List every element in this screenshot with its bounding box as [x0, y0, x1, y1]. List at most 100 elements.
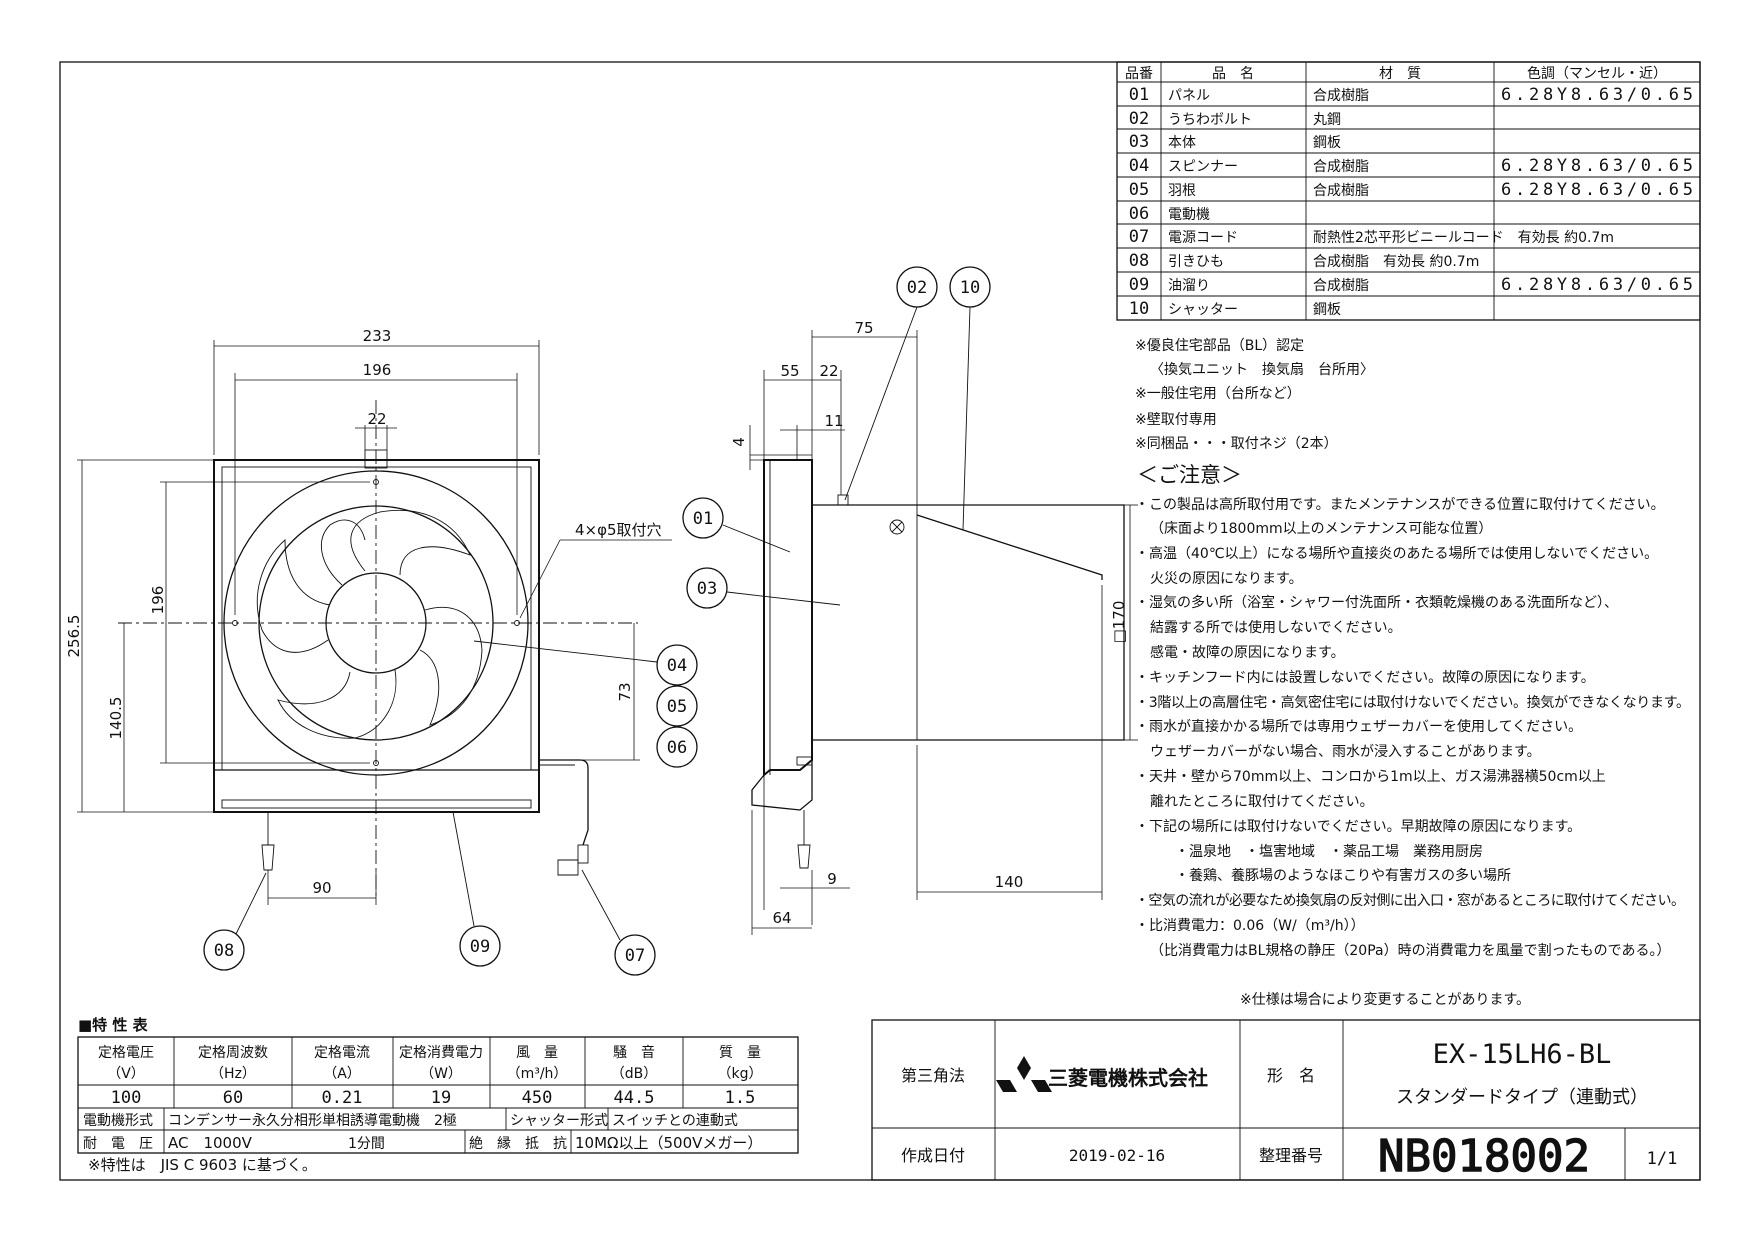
callout-label: 01 [693, 509, 713, 529]
caution-line: 感電・故障の原因になります。 [1150, 644, 1345, 661]
parts-row-material: 合成樹脂 [1313, 278, 1369, 294]
mitsubishi-logo-icon [996, 1056, 1052, 1092]
dim-label: 233 [363, 327, 392, 345]
char-unit: （kg） [718, 1066, 763, 1082]
front-view: 233 196 22 256.5 196 140.5 73 90 4×φ5取付穴 [65, 327, 672, 905]
char-unit: （A） [323, 1066, 361, 1082]
caution-line: ・3階以上の高層住宅・高気密住宅には取付けないでください。換気ができなくなります… [1135, 694, 1690, 711]
caution-block: ・この製品は高所取付用です。またメンテナンスができる位置に取付けてください。 （… [1135, 496, 1690, 1008]
caution-line: ・比消費電力：0.06（W/（m³/h）） [1135, 918, 1365, 934]
parts-row-name: 引きひも [1168, 254, 1224, 270]
pull-cord [261, 844, 275, 871]
parts-header-no: 品番 [1125, 66, 1153, 82]
char-header: 定格周波数 [198, 1045, 268, 1061]
doc-number-label: 整理番号 [1259, 1146, 1323, 1165]
parts-row-material: 合成樹脂 [1313, 159, 1369, 175]
parts-table: 品番 品 名 材 質 色調（マンセル・近） 01 パネル 合成樹脂 6.28Y8… [1116, 61, 1701, 321]
parts-row-material: 合成樹脂 [1313, 88, 1369, 104]
parts-row-no: 09 [1129, 275, 1149, 295]
dim-label: 64 [772, 909, 791, 927]
fan-bolt [837, 494, 849, 506]
fan-guard-inner [258, 505, 494, 741]
dim-label: 9 [827, 870, 837, 888]
dim-label: 55 [780, 362, 799, 380]
caution-line: 火災の原因になります。 [1150, 571, 1303, 587]
caution-line: 結露する所では使用しないでください。 [1150, 619, 1402, 636]
char-header: 風 量 [516, 1045, 558, 1061]
parts-row-name: パネル [1168, 88, 1210, 104]
parts-row-material: 耐熱性2芯平形ビニールコード 有効長 約0.7m [1313, 230, 1614, 246]
caution-line: ・天井・壁から70mm以上、コンロから1m以上、ガス湯沸器横50cm以上 [1135, 768, 1606, 785]
withstand-voltage-time: 1分間 [348, 1136, 385, 1152]
callout-bubble [656, 726, 698, 768]
parts-row-material: 合成樹脂 [1313, 183, 1369, 199]
parts-row-no: 10 [1129, 299, 1149, 319]
panel-outline [213, 459, 540, 813]
callout-label: 04 [667, 656, 687, 676]
motor-type-value: コンデンサー永久分相形単相誘導電動機 2極 [168, 1112, 457, 1129]
char-header: 騒 音 [613, 1044, 655, 1061]
created-date: 2019-02-16 [1069, 1146, 1165, 1165]
parts-row-color: 6.28Y8.63/0.65 [1501, 85, 1693, 105]
char-unit: （Hz） [210, 1066, 256, 1082]
parts-row-color: 6.28Y8.63/0.65 [1501, 180, 1693, 200]
dim-label: 256.5 [65, 615, 83, 658]
dim-label: 11 [824, 412, 843, 430]
parts-row-name: 羽根 [1168, 183, 1196, 199]
callout-label: 10 [960, 278, 980, 298]
callout-label: 08 [214, 941, 234, 961]
mounting-hole [232, 620, 238, 626]
model-number: EX-15LH6-BL [1433, 1039, 1612, 1070]
note-line: ※同梱品・・・取付ネジ（2本） [1135, 436, 1338, 452]
spinner [325, 572, 427, 674]
char-header: 定格消費電力 [399, 1045, 483, 1061]
withstand-voltage-value: AC 1000V [168, 1134, 253, 1152]
note-line: 〈換気ユニット 換気扇 台所用〉 [1150, 362, 1374, 378]
parts-row-color: 6.28Y8.63/0.65 [1501, 156, 1693, 176]
mounting-hole [373, 479, 379, 485]
power-cord [539, 759, 589, 846]
callout-label: 02 [907, 278, 927, 298]
char-value: 450 [522, 1088, 553, 1108]
mounting-hole [514, 620, 520, 626]
caution-line: ・空気の流れが必要なため換気扇の反対側に出入口・窓があるところに取付けてください… [1135, 892, 1685, 909]
char-value: 60 [223, 1088, 243, 1108]
insulation-label: 絶 縁 抵 抗 [469, 1136, 567, 1152]
power-plug [557, 859, 579, 876]
parts-row-no: 04 [1129, 156, 1149, 176]
char-header: 定格電流 [314, 1045, 370, 1061]
char-value: 100 [111, 1088, 142, 1108]
char-value: 0.21 [322, 1088, 363, 1108]
parts-row-name: スピンナー [1168, 159, 1238, 175]
parts-row-name: シャッター [1168, 302, 1238, 318]
dim-label: 140 [995, 873, 1024, 891]
characteristics-title: ■特 性 表 [78, 1016, 149, 1034]
parts-row-no: 01 [1129, 85, 1149, 105]
dim-label: 196 [149, 586, 167, 615]
callout-label: 09 [470, 937, 490, 957]
callout-label: 03 [697, 579, 717, 599]
sheet-number: 1/1 [1647, 1149, 1678, 1169]
body-duct [812, 504, 1125, 741]
caution-line: ・雨水が直接かかる場所では専用ウェザーカバーを使用してください。 [1135, 718, 1582, 735]
callout-label: 05 [667, 697, 687, 717]
fan-blade [277, 669, 397, 739]
side-view: 75 55 22 11 4 □170 9 64 140 [730, 319, 1138, 935]
mounting-hole-label: 4×φ5取付穴 [575, 521, 662, 539]
doc-number: NB018002 [1378, 1131, 1590, 1182]
parts-row-material: 合成樹脂 有効長 約0.7m [1313, 254, 1479, 270]
parts-row-material: 鋼板 [1313, 302, 1341, 318]
caution-line: 離れたところに取付けてください。 [1150, 793, 1374, 810]
fan-blade [256, 539, 331, 653]
char-value: 19 [431, 1088, 451, 1108]
callout-bubble [459, 925, 501, 967]
caution-line: ・温泉地 ・塩害地域 ・薬品工場 業務用厨房 [1175, 843, 1483, 860]
withstand-voltage-label: 耐 電 圧 [83, 1136, 153, 1152]
dim-label: 73 [616, 682, 634, 701]
caution-line: ・高温（40℃以上）になる場所や直接炎のあたる場所では使用しないでください。 [1135, 545, 1658, 562]
caution-title: ＜ご注意＞ [1137, 463, 1242, 487]
char-header: 質 量 [719, 1045, 761, 1061]
shutter-type-label: シャッター形式 [510, 1113, 608, 1129]
callout-bubble [682, 497, 724, 539]
char-header: 定格電圧 [98, 1045, 154, 1061]
